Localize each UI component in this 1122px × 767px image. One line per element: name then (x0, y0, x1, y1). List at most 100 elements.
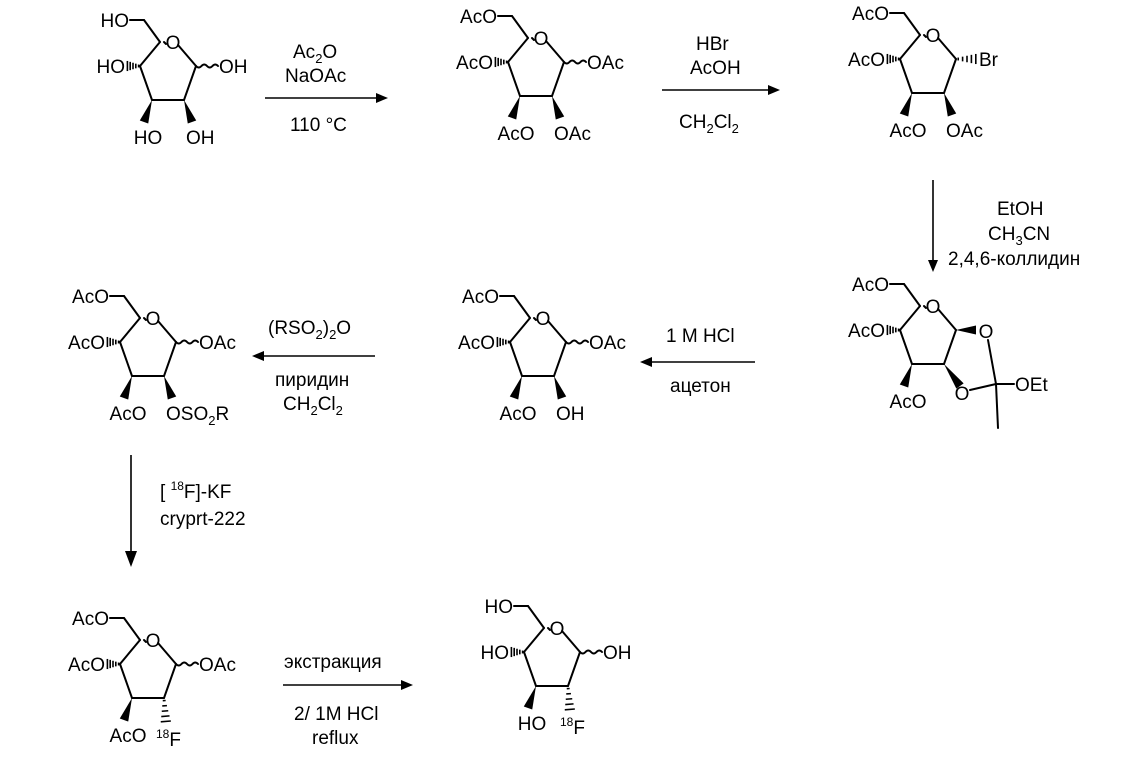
substituent-c4: AcO (68, 333, 105, 354)
ring-bond-o-c1 (545, 40, 565, 63)
bond-c5-c6 (511, 15, 529, 39)
ring-bond-c1-c2 (553, 341, 567, 377)
substituent-c1: OAc (199, 655, 236, 676)
bond-c3 (523, 686, 536, 710)
substituent-c3: AcO (500, 404, 537, 425)
ring-bond-c3-c4 (509, 341, 523, 377)
substituent-c2: OAc (946, 121, 983, 142)
ring-bond-c5-o (923, 305, 927, 309)
substituent-c3: HO (134, 128, 163, 149)
bond-c3 (119, 376, 132, 400)
bond-c2 (554, 376, 567, 400)
substituent-c1: OAc (199, 333, 236, 354)
bond-c1 (565, 339, 589, 345)
ring-bond-c1-c2 (163, 341, 177, 377)
reagent-hcl: 1 M HCl (666, 326, 735, 347)
bond-c1 (579, 649, 603, 655)
arrow-step3 (928, 180, 938, 272)
additive-cryptand: cryprt-222 (160, 509, 246, 530)
substituent-c6: AcO (72, 287, 109, 308)
ring-bond-c4-c5 (507, 37, 529, 63)
substituent-c3: AcO (110, 726, 147, 747)
arrow-step5 (252, 351, 375, 361)
bond-c3 (139, 100, 152, 124)
ring-bond-c3-c4 (507, 61, 521, 97)
bond-c2 (564, 687, 575, 711)
ring-bond-c1-c2 (163, 663, 177, 699)
reagent-hcl: 2/ 1M HCl (294, 704, 378, 725)
ring-bond-c4-c5 (139, 41, 161, 67)
bond-c3 (899, 93, 912, 117)
bond-c4 (106, 336, 120, 348)
ring-bond-c5-o (531, 37, 535, 41)
bond-c3 (507, 96, 520, 120)
bond-c3 (899, 364, 912, 388)
substituent-c2: OAc (554, 124, 591, 145)
ring-bond-c5-o (163, 41, 167, 45)
substituent-c6: AcO (72, 609, 109, 630)
reagent-acoh: AcOH (690, 58, 741, 79)
bond-c4 (510, 646, 524, 658)
substituent-c1: OAc (587, 53, 624, 74)
substituent-c4: AcO (848, 50, 885, 71)
ring-oxygen: O (146, 631, 161, 652)
substituent-c2: OH (186, 128, 215, 149)
bond-c4 (886, 324, 900, 336)
reagent-naoac: NaOAc (285, 66, 346, 87)
reagent-hbr: HBr (696, 34, 729, 55)
ring-bond-c3-c4 (119, 663, 133, 699)
bond-c5-c6 (527, 605, 545, 629)
ring-bond-o-c1 (561, 630, 581, 653)
substituent-c6: AcO (460, 7, 497, 28)
substituent-c6: HO (485, 597, 514, 618)
ring-bond-o-c1 (157, 642, 177, 665)
ring-bond-o-c1 (937, 37, 957, 60)
substituent-c4: AcO (458, 333, 495, 354)
bond-c5-c6 (143, 19, 161, 43)
substituent-c6: AcO (852, 275, 889, 296)
substituent-c2: OH (556, 404, 585, 425)
bond-c2 (552, 96, 565, 120)
ring-oxygen: O (550, 619, 565, 640)
substituent-c2: OSO2R (166, 404, 229, 428)
arrow-step2 (662, 85, 780, 95)
ring-bond-c3-c4 (119, 341, 133, 377)
bond-c5-c6 (123, 295, 141, 319)
reagent-18f-kf: [ 18F]-KF (160, 479, 231, 503)
substituent-c1: Br (979, 50, 999, 71)
bond-c1-o1 (956, 325, 976, 335)
ring-bond-o-c1 (937, 308, 957, 331)
ring-bond-o-c1 (177, 44, 197, 67)
substituent-c4: HO (97, 57, 126, 78)
conditions-step1: Ac2O NaOAc 110 °C (285, 42, 347, 136)
bond-c2 (164, 376, 177, 400)
ring-bond-c4-c5 (523, 627, 545, 653)
bond-o2-cq (969, 383, 997, 391)
substituent-c4: AcO (848, 321, 885, 342)
ring-oxygen: O (536, 309, 551, 330)
substituent-c3: AcO (110, 404, 147, 425)
reagent-etoh: EtOH (997, 199, 1043, 220)
bond-c2 (944, 93, 957, 117)
orthoester-oxygen-1: O (979, 322, 994, 343)
bond-c1 (957, 53, 977, 65)
bond-c1 (175, 661, 199, 667)
ring-bond-c1-c2 (551, 61, 565, 97)
arrow-step1 (265, 93, 388, 103)
conditions-step6: [ 18F]-KF cryprt-222 (160, 479, 246, 530)
base-pyridine: пиридин (275, 370, 349, 391)
ring-bond-c1-c2 (567, 651, 581, 687)
substituent-c4: AcO (456, 53, 493, 74)
ring-bond-c1-c2 (943, 329, 957, 365)
solvent-dcm: CH2Cl2 (679, 112, 739, 136)
bond-c5-c6 (903, 12, 921, 36)
base-collidine: 2,4,6-коллидин (948, 249, 1080, 270)
bond-c2 (160, 699, 171, 723)
arrow-step4 (640, 357, 755, 367)
